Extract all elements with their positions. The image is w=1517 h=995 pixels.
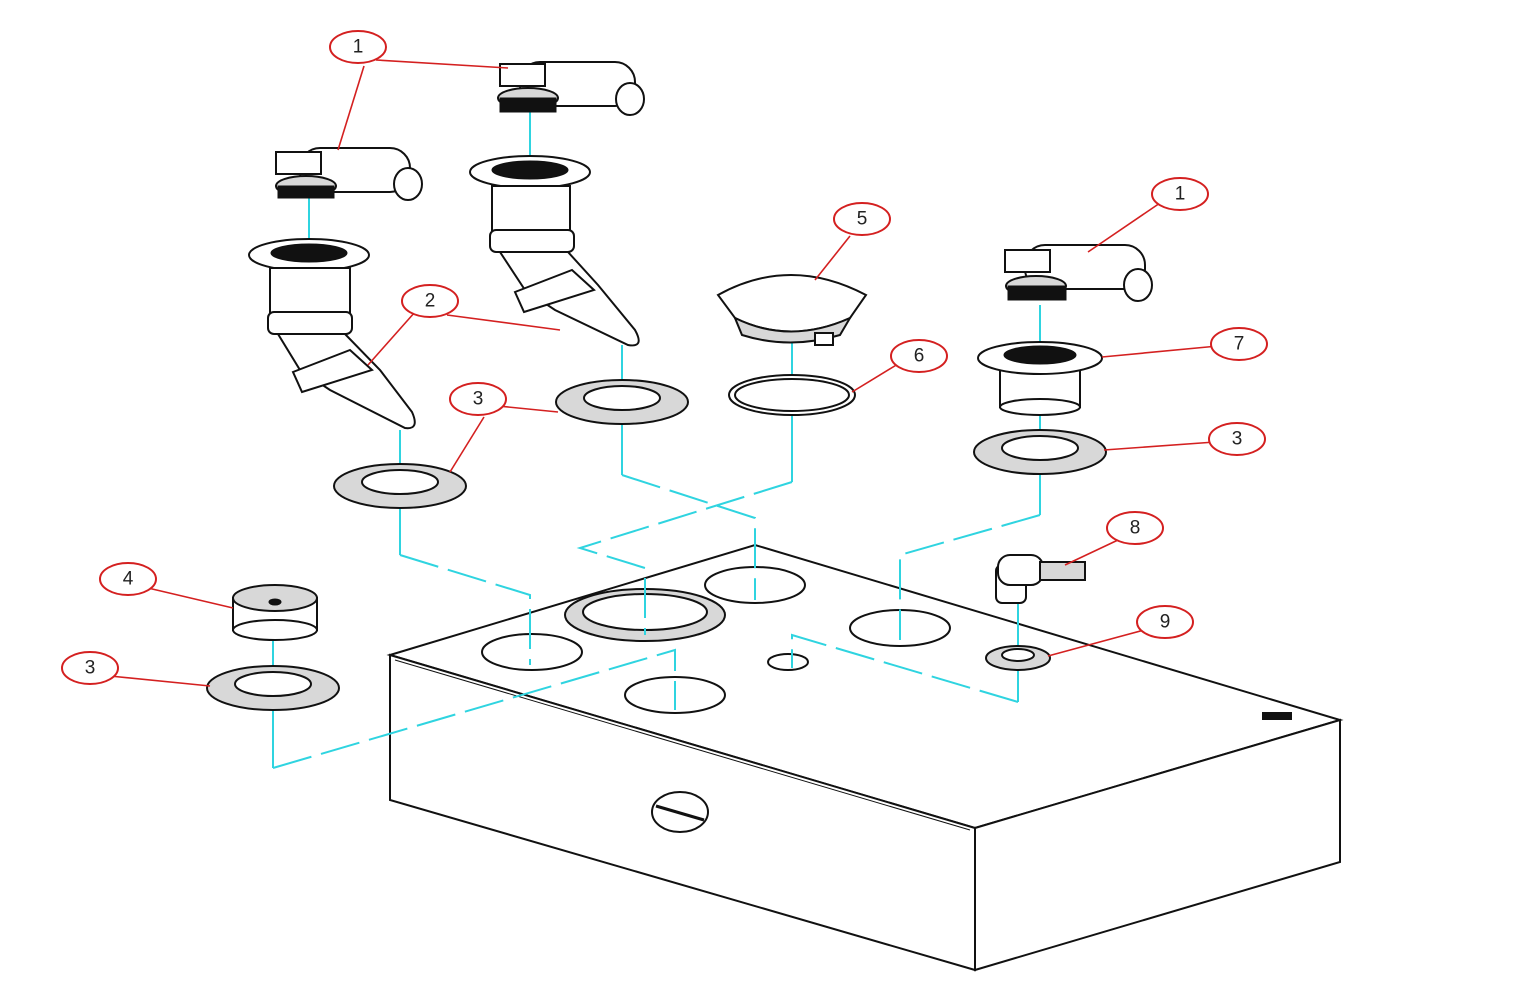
callout-9: 9 xyxy=(1136,605,1194,639)
svg-text:4: 4 xyxy=(123,569,134,590)
callout-1a: 1 xyxy=(329,30,387,64)
elbow-fitting-1a xyxy=(275,147,423,201)
callout-3a: 3 xyxy=(449,382,507,416)
callout-1b: 1 xyxy=(1151,177,1209,211)
grommet-3c xyxy=(973,429,1107,475)
tank-body xyxy=(386,543,1344,972)
svg-text:5: 5 xyxy=(857,209,868,230)
callout-leaders xyxy=(109,59,1219,687)
callout-3b: 3 xyxy=(1208,422,1266,456)
elbow-connector-8 xyxy=(995,554,1086,604)
o-ring-6 xyxy=(728,374,856,416)
angled-outlet-2a xyxy=(248,238,416,430)
grommet-3b xyxy=(555,379,689,425)
filler-cap-5 xyxy=(716,274,868,346)
svg-text:9: 9 xyxy=(1160,612,1171,633)
svg-text:3: 3 xyxy=(85,658,96,679)
callout-3c: 3 xyxy=(61,651,119,685)
angled-outlet-2b xyxy=(469,155,640,347)
plug-4 xyxy=(232,584,318,641)
svg-text:1: 1 xyxy=(353,37,364,58)
svg-text:3: 3 xyxy=(1232,429,1243,450)
callout-8: 8 xyxy=(1106,511,1164,545)
grommet-3d xyxy=(206,665,340,711)
grommet-3a xyxy=(333,463,467,509)
callout-6: 6 xyxy=(890,339,948,373)
svg-text:1: 1 xyxy=(1175,184,1186,205)
svg-text:7: 7 xyxy=(1234,334,1245,355)
svg-text:8: 8 xyxy=(1130,518,1141,539)
adapter-7 xyxy=(977,341,1103,416)
bushing-9 xyxy=(985,645,1051,671)
callout-7: 7 xyxy=(1210,327,1268,361)
elbow-fitting-1b xyxy=(497,61,645,116)
elbow-fitting-1c xyxy=(1004,244,1153,302)
callout-4: 4 xyxy=(99,562,157,596)
svg-text:6: 6 xyxy=(914,346,925,367)
callout-5: 5 xyxy=(833,202,891,236)
svg-text:3: 3 xyxy=(473,389,484,410)
callout-2: 2 xyxy=(401,284,459,318)
svg-text:2: 2 xyxy=(425,291,436,312)
